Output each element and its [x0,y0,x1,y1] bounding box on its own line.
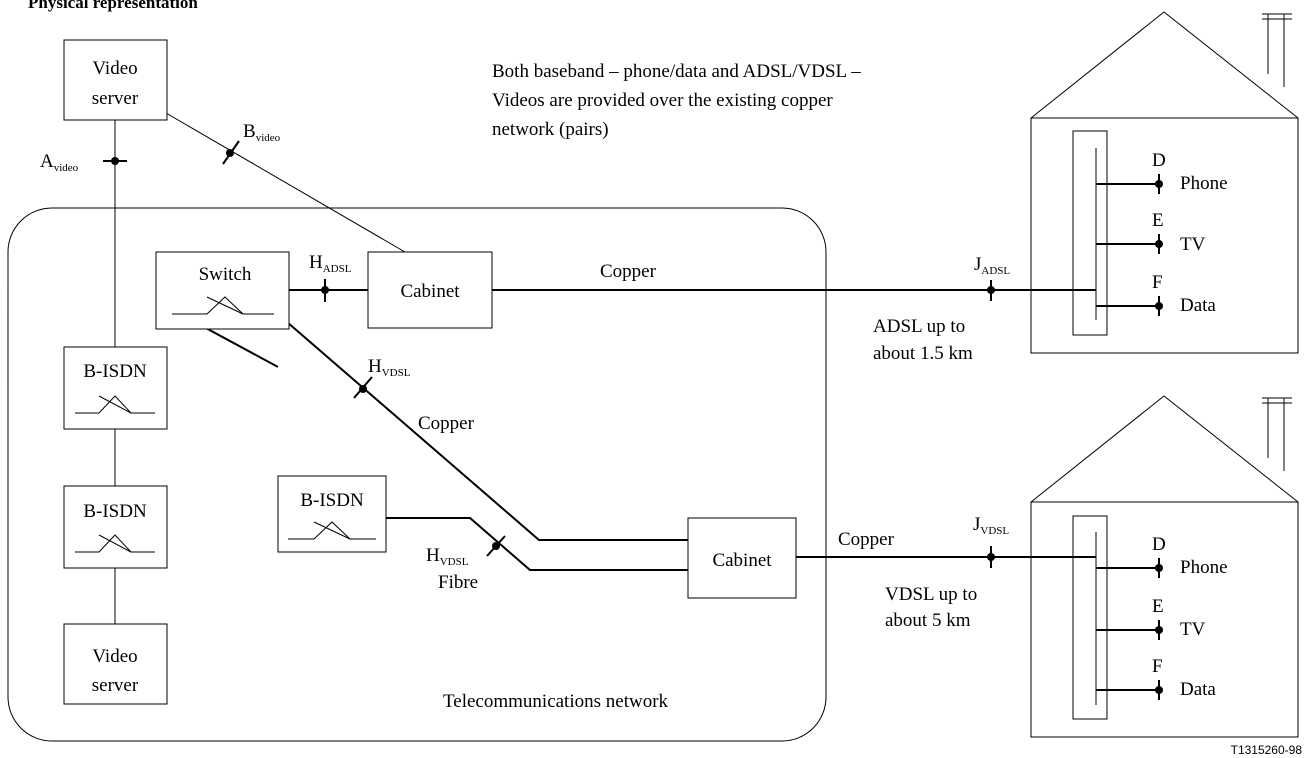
video-server-top-label-1: Video [92,58,137,79]
svg-text:HVDSL: HVDSL [426,545,469,568]
terminal-e-tv-adsl: E TV [1152,210,1206,255]
svg-text:Bvideo: Bvideo [243,121,281,144]
svg-text:E: E [1152,596,1164,617]
telecom-network-boundary [7,207,827,742]
terminal-d-phone-vdsl: D Phone [1152,534,1228,578]
ref-point-j-adsl: JADSL [974,254,1010,301]
bisdn-box-2-symbol-cross [98,534,132,553]
house-vdsl-chimney [1267,397,1285,471]
note-line-2: Videos are provided over the existing co… [492,90,833,111]
switch-symbol [172,296,274,315]
video-cabinet-link [165,112,406,253]
house-vdsl [1030,395,1299,738]
vdsl-range-line-1: VDSL up to [885,584,977,605]
figure-code: T1315260-98 [1231,743,1303,757]
cabinet-vdsl-label: Cabinet [712,550,772,571]
terminal-f-data-vdsl: F Data [1152,656,1216,700]
svg-text:TV: TV [1180,234,1206,255]
adsl-copper-label: Copper [600,261,657,282]
svg-text:D: D [1152,534,1166,555]
house-vdsl-wall [1030,501,1299,738]
ref-point-h-vdsl-copper: HVDSL [353,356,411,399]
terminal-f-data-adsl: F Data [1152,272,1216,316]
svg-text:F: F [1152,272,1163,293]
note-line-1: Both baseband – phone/data and ADSL/VDSL… [492,61,861,82]
svg-text:TV: TV [1180,619,1206,640]
ref-point-b-video: Bvideo [222,121,281,165]
svg-text:JVDSL: JVDSL [973,514,1009,537]
house-adsl-wiring-box [1072,130,1108,336]
bisdn-box-1-symbol-cross [98,395,132,414]
svg-text:Avideo: Avideo [40,151,79,174]
svg-text:Data: Data [1180,679,1216,700]
ref-point-h-vdsl-fibre: HVDSL [426,535,506,568]
bisdn-box-3-symbol-cross [313,521,351,540]
cabinet-adsl-label: Cabinet [400,281,460,302]
fibre-line [386,517,688,571]
bisdn-box-2-label: B-ISDN [83,501,147,522]
svg-text:D: D [1152,150,1166,171]
video-server-top [63,39,168,121]
bisdn-box-1 [63,346,168,430]
video-server-bottom-label-1: Video [92,646,137,667]
svg-text:F: F [1152,656,1163,677]
svg-text:Phone: Phone [1180,173,1228,194]
cabinet-vdsl-box [687,517,797,599]
svg-text:E: E [1152,210,1164,231]
video-server-bottom [63,623,168,705]
terminal-e-tv-vdsl: E TV [1152,596,1206,640]
ref-point-a-video: Avideo [40,151,127,174]
svg-text:Data: Data [1180,295,1216,316]
cabinet-adsl-box [367,251,493,329]
video-server-top-label-2: server [92,88,139,109]
bisdn-box-3 [277,475,387,553]
vdsl-drop-copper-label: Copper [838,529,895,550]
bisdn-box-3-symbol [288,521,376,540]
vdsl-copper-line [286,321,688,541]
ref-point-j-vdsl: JVDSL [973,514,1009,568]
video-server-bottom-label-2: server [92,675,139,696]
terminal-d-phone-adsl: D Phone [1152,150,1228,194]
telecom-network-label: Telecommunications network [443,691,669,712]
house-vdsl-wiring-box [1072,515,1108,720]
vdsl-copper-label: Copper [418,413,475,434]
house-adsl-wall [1030,117,1299,354]
house-adsl-roof [1030,11,1299,119]
bisdn-box-2 [63,485,168,569]
switch-symbol-cross [206,296,244,315]
bisdn-box-1-symbol [75,395,155,414]
svg-text:HVDSL: HVDSL [368,356,411,379]
bisdn-box-1-label: B-ISDN [83,361,147,382]
diagram-header: Physical representation [28,0,198,12]
house-adsl [1030,11,1299,354]
house-adsl-chimney [1267,13,1285,87]
note-line-3: network (pairs) [492,119,609,140]
bisdn-box-3-label: B-ISDN [300,490,364,511]
svg-text:Phone: Phone [1180,557,1228,578]
ref-point-h-adsl: HADSL [309,252,352,302]
svg-text:HADSL: HADSL [309,252,352,275]
switch-box [155,251,290,330]
switch-label: Switch [199,264,252,285]
fibre-label: Fibre [438,572,478,593]
house-vdsl-roof [1030,395,1299,503]
adsl-range-line-2: about 1.5 km [873,343,973,364]
svg-text:JADSL: JADSL [974,254,1010,277]
bisdn-box-2-symbol [75,534,155,553]
vdsl-range-line-2: about 5 km [885,610,971,631]
adsl-range-line-1: ADSL up to [873,316,965,337]
